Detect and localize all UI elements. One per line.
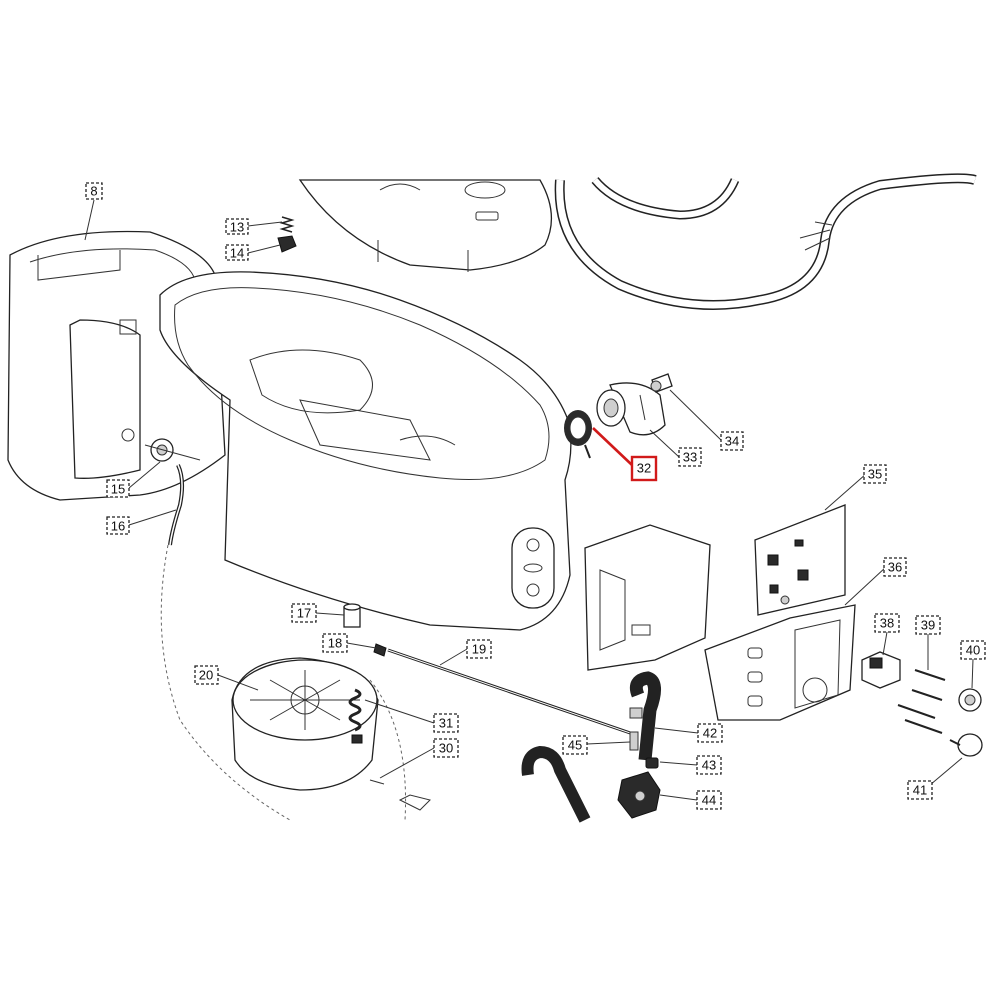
svg-text:34: 34 [725, 434, 739, 449]
main-housing-part [159, 271, 572, 631]
svg-text:40: 40 [966, 643, 980, 658]
callout-39: 39 [915, 615, 941, 635]
svg-text:13: 13 [230, 220, 244, 235]
outlet-hose-part [521, 745, 591, 823]
leader-lines [84, 199, 974, 801]
pins-part [897, 669, 946, 734]
svg-text:19: 19 [472, 642, 486, 657]
small-spring-part [279, 216, 295, 233]
circuit-board-part [754, 504, 846, 616]
callout-18: 18 [322, 633, 348, 653]
callout-33: 33 [678, 447, 702, 467]
knob-part [650, 373, 673, 393]
svg-text:8: 8 [90, 184, 97, 199]
callout-34: 34 [720, 431, 744, 451]
svg-text:30: 30 [439, 741, 453, 756]
mounting-bracket-part [584, 524, 711, 671]
boiler-part [231, 657, 379, 791]
elbow-fitting-part [373, 643, 387, 657]
pushbutton-knob-part [949, 733, 983, 757]
svg-text:35: 35 [868, 467, 882, 482]
drain-tube-part [168, 464, 185, 546]
silicone-hose-part [629, 671, 661, 761]
svg-text:42: 42 [703, 726, 717, 741]
callout-36: 36 [883, 557, 907, 577]
small-fitting-part [645, 757, 659, 769]
valve-fitting-part [144, 438, 201, 462]
svg-text:41: 41 [913, 783, 927, 798]
svg-text:18: 18 [328, 636, 342, 651]
svg-text:44: 44 [702, 793, 716, 808]
callout-43: 43 [696, 755, 722, 775]
control-panel-frame-part [704, 604, 856, 721]
svg-text:17: 17 [297, 606, 311, 621]
valve-housing-part [596, 382, 666, 436]
clip-part [277, 235, 297, 253]
callout-42: 42 [697, 723, 723, 743]
svg-text:20: 20 [199, 668, 213, 683]
valve-block-part [617, 771, 661, 819]
svg-text:43: 43 [702, 758, 716, 773]
callout-38: 38 [874, 613, 900, 633]
callout-31: 31 [433, 713, 459, 733]
svg-text:16: 16 [111, 519, 125, 534]
gasket-part [564, 410, 592, 459]
callout-16: 16 [106, 516, 130, 535]
screw-part [369, 779, 431, 811]
callout-8: 8 [85, 182, 103, 200]
connector-pin-part [629, 731, 639, 751]
callout-14: 14 [225, 244, 249, 261]
assembly-path-lines [160, 544, 407, 821]
rod-part [387, 648, 637, 737]
svg-text:39: 39 [921, 618, 935, 633]
svg-text:15: 15 [111, 482, 125, 497]
svg-text:14: 14 [230, 246, 244, 261]
svg-text:33: 33 [683, 450, 697, 465]
callout-45: 45 [562, 735, 588, 755]
hose-cable-part [554, 173, 977, 310]
callout-41: 41 [907, 780, 933, 800]
switch-part [861, 651, 901, 689]
callout-30: 30 [433, 738, 459, 758]
callout-15: 15 [106, 479, 130, 498]
callout-17: 17 [291, 603, 317, 623]
svg-text:32: 32 [637, 461, 651, 476]
callout-35: 35 [863, 464, 887, 484]
highlight-leader-line [592, 427, 633, 466]
top-lid-part [298, 179, 553, 272]
svg-text:38: 38 [880, 616, 894, 631]
callout-32-highlighted: 32 [630, 455, 658, 482]
callout-44: 44 [696, 790, 722, 810]
svg-text:45: 45 [568, 738, 582, 753]
callout-13: 13 [225, 218, 249, 235]
svg-text:36: 36 [888, 560, 902, 575]
heater-spring-part [348, 688, 363, 744]
rotary-knob-part [958, 688, 982, 712]
callout-20: 20 [194, 665, 219, 685]
spacer-part [343, 603, 361, 628]
callout-19: 19 [466, 639, 492, 659]
callout-40: 40 [960, 640, 986, 660]
svg-text:31: 31 [439, 716, 453, 731]
